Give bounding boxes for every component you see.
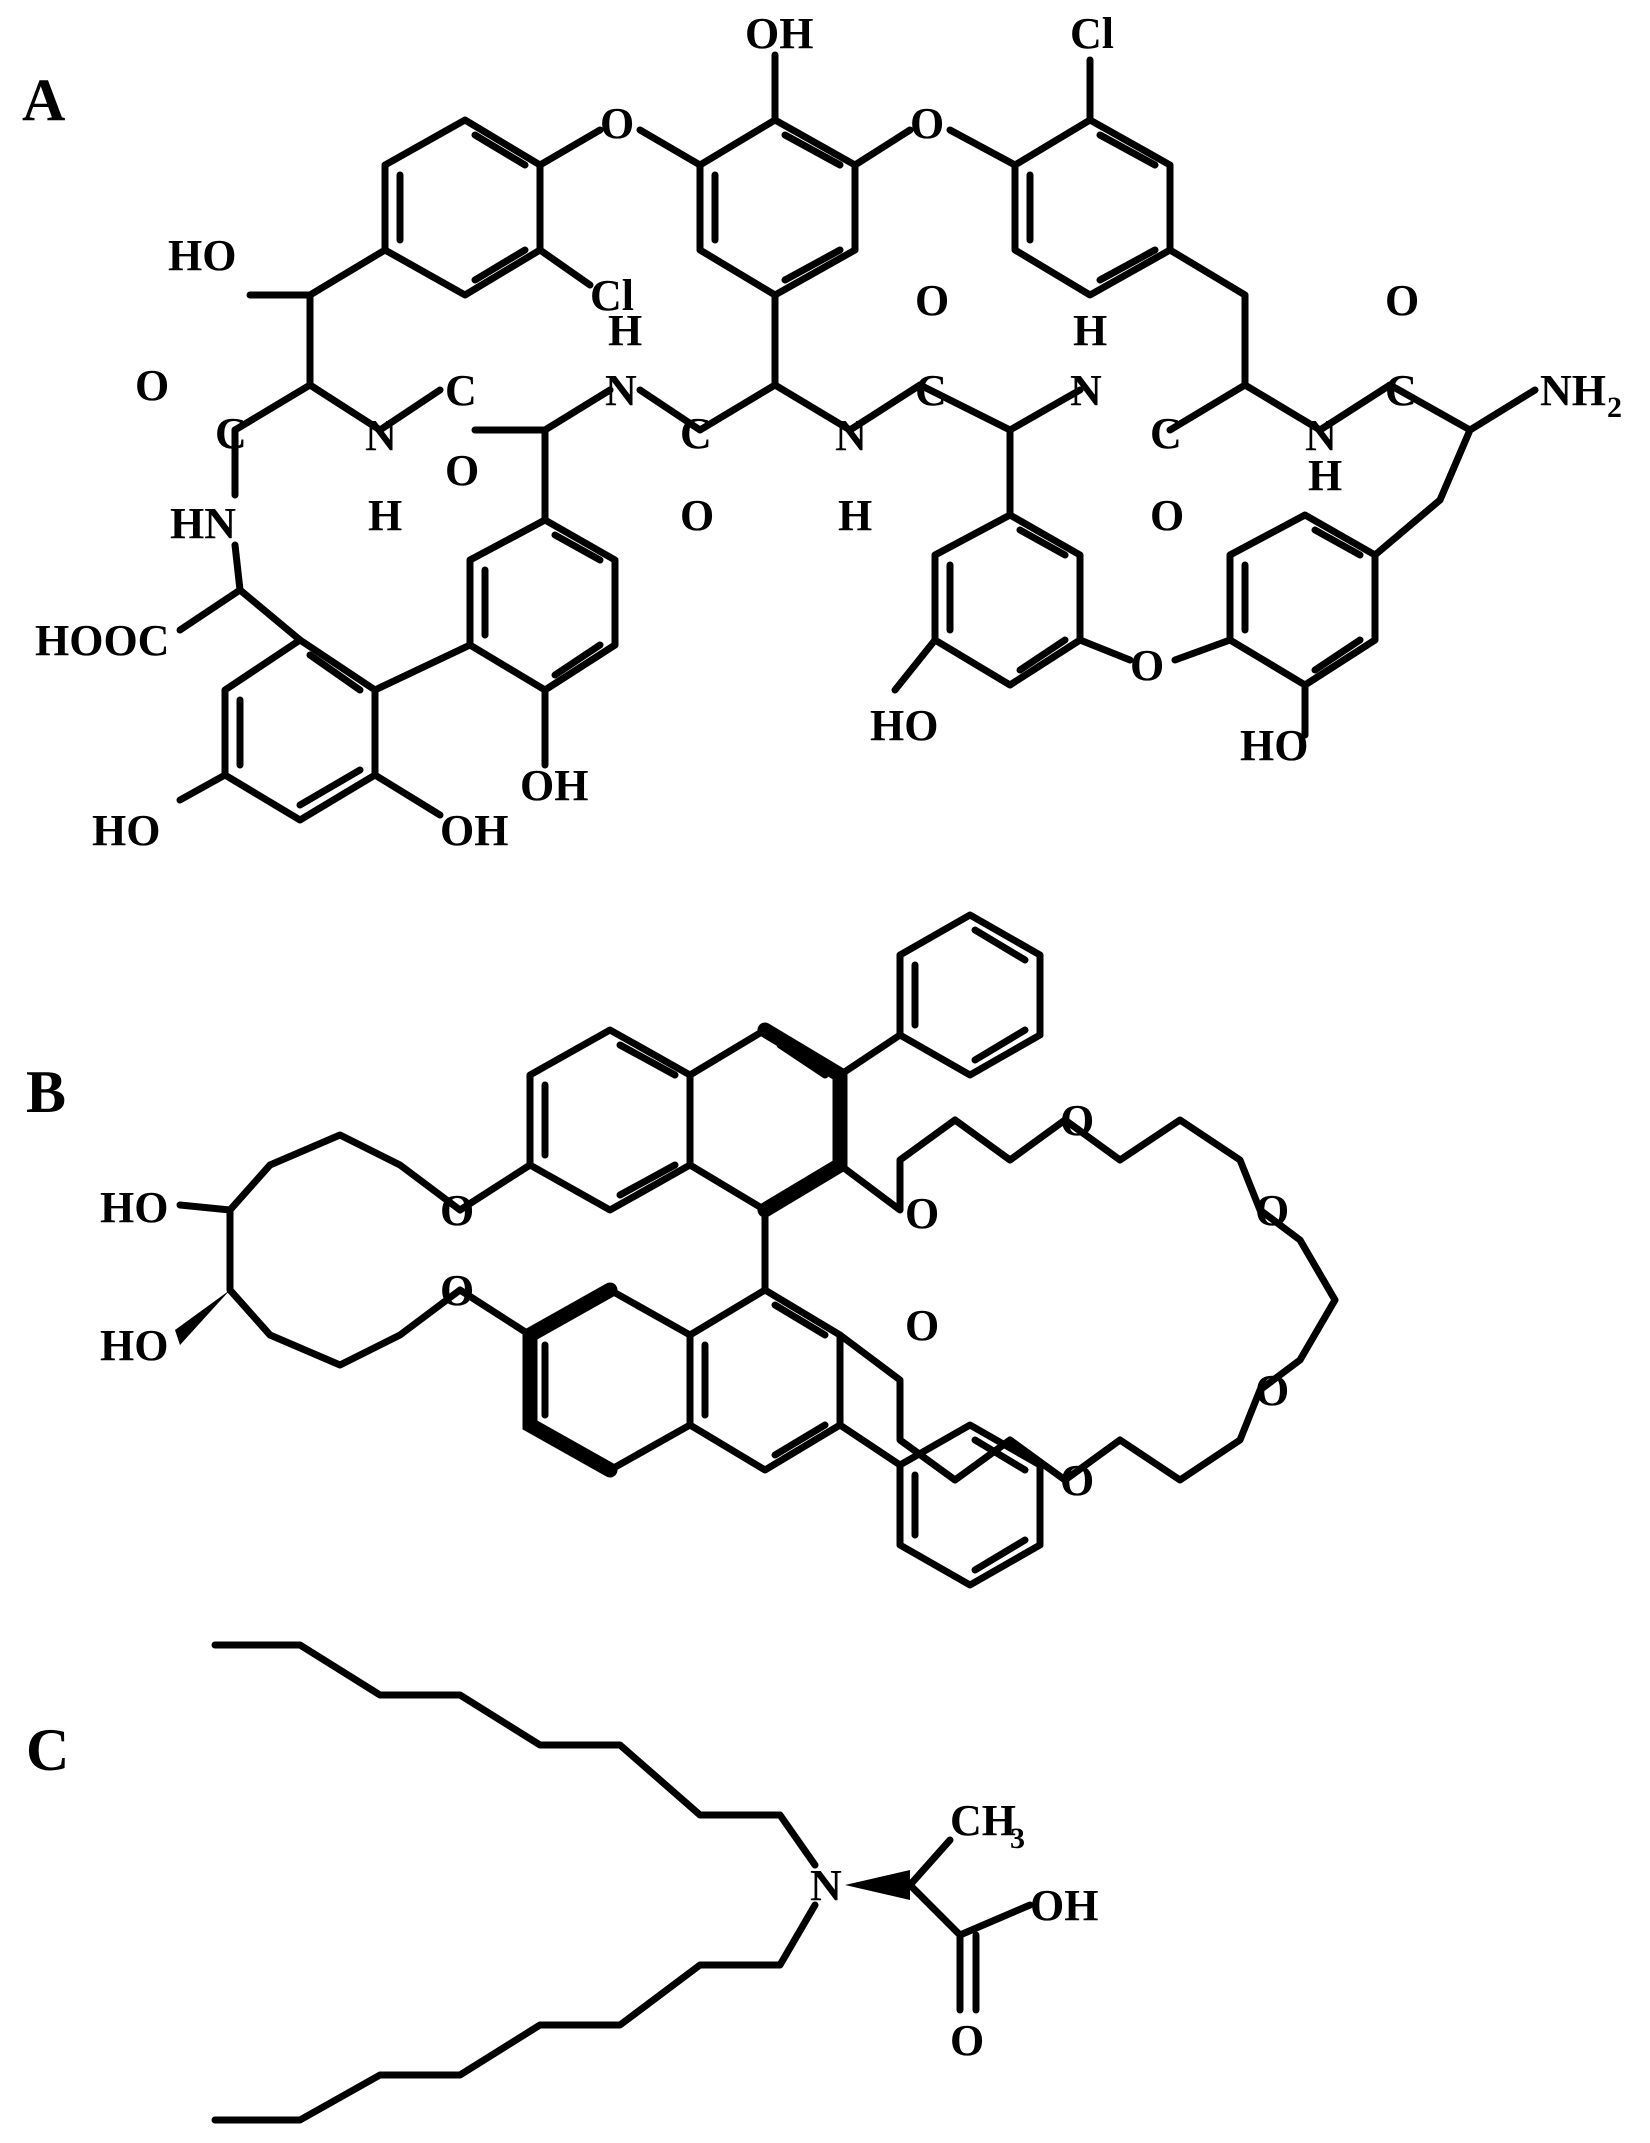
structure-a	[176, 51, 1539, 824]
atom-o: O	[440, 1186, 474, 1235]
atom-o: O	[135, 361, 169, 410]
atom-o: O	[680, 491, 714, 540]
atom-ch3-subscript: 3	[1010, 1822, 1025, 1855]
atom-ch3: CH	[950, 1796, 1016, 1845]
atom-c: C	[680, 409, 712, 458]
atom-o: O	[1385, 276, 1419, 325]
atom-o: O	[1150, 491, 1184, 540]
atom-o: O	[1060, 1096, 1094, 1145]
atom-o: O	[905, 1301, 939, 1350]
atom-oh: OH	[1030, 1881, 1098, 1930]
atom-ho: HO	[870, 701, 938, 750]
atom-o: O	[1130, 641, 1164, 690]
atom-ho: HO	[92, 806, 160, 855]
atom-c: C	[445, 366, 477, 415]
panel-label-b: B	[26, 1059, 66, 1125]
atom-o: O	[600, 99, 634, 148]
atom-hooc: HOOC	[35, 616, 169, 665]
atom-ho: HO	[168, 231, 236, 280]
panel-label-c: C	[26, 1717, 69, 1783]
ring-a7	[1226, 511, 1379, 689]
atom-cl: Cl	[1070, 9, 1114, 58]
atom-n: N	[835, 411, 867, 460]
atom-o: O	[910, 99, 944, 148]
atom-o: O	[1255, 1186, 1289, 1235]
atom-n: N	[810, 1861, 842, 1910]
atom-h: H	[838, 491, 872, 540]
structure-b-labels: HO HO O O O O O O O O	[100, 1096, 1289, 1505]
structure-b	[175, 911, 1339, 1589]
atom-o: O	[440, 1266, 474, 1315]
atom-nh2: NH	[1540, 366, 1606, 415]
structure-a-labels: OH Cl O O HO Cl HN HOOC NH 2 N H N H N H…	[35, 9, 1622, 855]
atom-o: O	[1255, 1366, 1289, 1415]
atom-c: C	[915, 366, 947, 415]
ring-a4	[221, 636, 379, 824]
panel-label-a: A	[22, 67, 65, 133]
atom-o: O	[445, 446, 479, 495]
atom-h: H	[368, 491, 402, 540]
atom-oh: OH	[440, 806, 508, 855]
atom-o: O	[950, 2016, 984, 2065]
atom-h: H	[1073, 306, 1107, 355]
atom-n: N	[365, 411, 397, 460]
ring-a5	[466, 516, 619, 694]
atom-ho: HO	[100, 1183, 168, 1232]
ring-a3	[1011, 116, 1174, 299]
atom-o: O	[1060, 1456, 1094, 1505]
ring-a2	[696, 116, 859, 299]
atom-c: C	[1385, 366, 1417, 415]
atom-c: C	[1150, 409, 1182, 458]
ring-a6	[931, 511, 1084, 689]
atom-nh2-subscript: 2	[1607, 391, 1622, 424]
atom-h: H	[1308, 451, 1342, 500]
atom-oh: OH	[520, 761, 588, 810]
atom-hn: HN	[170, 499, 236, 548]
atom-c: C	[215, 409, 247, 458]
ring-a1	[381, 116, 544, 299]
atom-h: H	[608, 306, 642, 355]
atom-n: N	[1305, 411, 1337, 460]
atom-o: O	[915, 276, 949, 325]
atom-oh: OH	[745, 9, 813, 58]
atom-ho: HO	[100, 1321, 168, 1370]
atom-n: N	[1070, 366, 1102, 415]
atom-n: N	[605, 366, 637, 415]
structure-c-labels: CH 3 N OH O	[810, 1796, 1098, 2065]
structure-c	[211, 1641, 1034, 2124]
atom-ho: HO	[1240, 721, 1308, 770]
atom-o: O	[905, 1189, 939, 1238]
atom-cl: Cl	[590, 271, 634, 320]
